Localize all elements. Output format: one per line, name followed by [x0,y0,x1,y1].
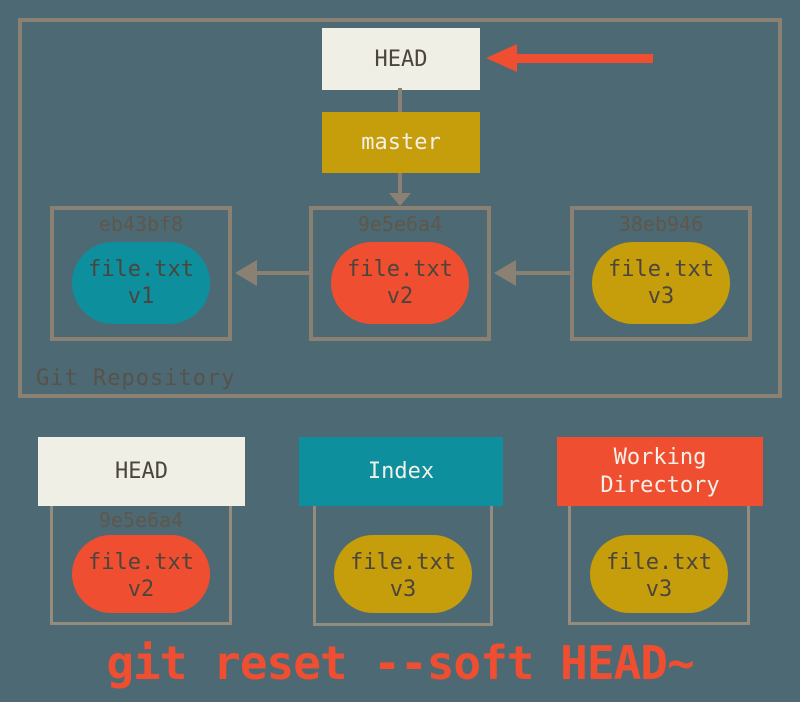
head-to-master-line [398,88,402,114]
head-pointer-arrow-icon [486,44,517,72]
head-tree-header: HEAD [38,437,245,506]
file-name: file.txt [347,257,453,282]
index-tree-header: Index [299,437,503,506]
parent-arrow-line [516,271,570,275]
file-name: file.txt [608,257,714,282]
workdir-tree-header: Working Directory [557,437,763,506]
file-blob-v3: file.txt v3 [592,242,730,324]
commit-hash: 9e5e6a4 [357,212,443,236]
parent-arrow-line [257,271,309,275]
file-name: file.txt [350,550,456,575]
command-caption: git reset --soft HEAD~ [106,636,694,690]
file-name: file.txt [88,550,194,575]
master-ref-box: master [322,112,480,173]
file-blob-v2: file.txt v2 [331,242,469,324]
commit-hash: 38eb946 [618,212,704,236]
left-arrow-icon [235,260,257,286]
file-version: v3 [645,577,673,602]
commit-box-eb43bf8 [50,206,232,341]
file-name: file.txt [88,257,194,282]
file-version: v1 [127,284,155,309]
commit-box-9e5e6a4 [309,206,491,341]
file-version: v2 [386,284,414,309]
down-arrow-icon [389,193,411,206]
commit-box-38eb946 [570,206,752,341]
git-repository-box [18,18,782,398]
file-name: file.txt [606,550,712,575]
head-ref-box: HEAD [322,28,480,90]
file-blob-head: file.txt v2 [72,535,210,613]
left-arrow-icon [494,260,516,286]
file-version: v3 [647,284,675,309]
file-version: v3 [389,577,417,602]
file-blob-v1: file.txt v1 [72,242,210,324]
tree-commit-hash: 9e5e6a4 [98,508,184,532]
master-to-commit-line [398,173,402,194]
git-repository-label: Git Repository [36,366,236,391]
file-version: v2 [127,577,155,602]
commit-hash: eb43bf8 [98,212,184,236]
head-pointer-arrow-tail [515,54,653,63]
file-blob-workdir: file.txt v3 [590,535,728,613]
file-blob-index: file.txt v3 [334,535,472,613]
